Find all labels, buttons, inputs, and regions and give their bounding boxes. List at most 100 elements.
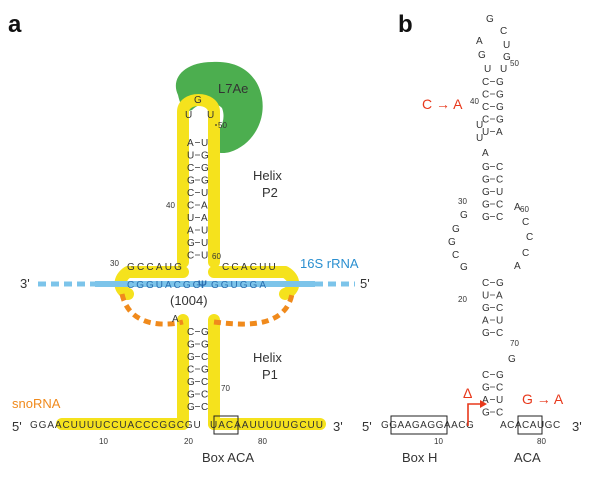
b-il-a2: A	[514, 261, 521, 272]
num-20-b: 20	[458, 295, 467, 304]
bbottom-right-nt: U	[496, 395, 503, 406]
num-60-b: 60	[520, 205, 529, 214]
blower-right-nt: G	[496, 278, 504, 289]
yellow-highlight-p1	[56, 314, 326, 430]
delta-arrow	[467, 403, 482, 426]
p2-right-nt: A	[201, 201, 208, 212]
p2-left-nt: U	[187, 213, 194, 224]
p2-right-nt: G	[201, 151, 209, 162]
mutation-g-to-a: G → A	[522, 391, 564, 407]
bbottom-left-nt: A	[482, 395, 489, 406]
p2-left-nt: C	[187, 188, 194, 199]
num-70-b: 70	[510, 339, 519, 348]
aca-label-b: ACA	[514, 450, 541, 465]
b-il-c4: C	[522, 248, 529, 259]
blower-right-nt: U	[496, 316, 503, 327]
p2-left-nt: G	[187, 176, 195, 187]
box-h-label: Box H	[402, 450, 437, 465]
b-seq-left: GGAAGAGGAACG	[381, 420, 474, 431]
num-50-b: 50	[510, 59, 519, 68]
bupper-left-nt: C	[482, 115, 489, 126]
b-il-a1: A	[514, 202, 521, 213]
panel-b-label: b	[398, 11, 413, 38]
snorna-loop-right	[213, 293, 295, 327]
p2-left-nt: C	[187, 201, 194, 212]
num-70-a: 70	[221, 384, 230, 393]
b-il-c2: C	[522, 217, 529, 228]
num-40-a: 40	[166, 201, 175, 210]
bmiddle-left-nt: G	[482, 212, 490, 223]
p1-right-nt: G	[201, 327, 209, 338]
bupper-right-nt: A	[496, 127, 503, 138]
delta-label: Δ	[463, 385, 472, 401]
blower-right-nt: C	[496, 303, 503, 314]
rrna-seq-right: GGUGGA	[211, 280, 268, 291]
aca-box-b	[517, 415, 543, 435]
bupper-left-nt: C	[482, 90, 489, 101]
yellow-highlight-p2	[177, 94, 220, 268]
bupper-right-nt: G	[496, 90, 504, 101]
p1-left-nt: G	[187, 390, 195, 401]
bbottom-right-nt: C	[496, 383, 503, 394]
dot-50-a	[215, 124, 217, 126]
p2-right-nt: U	[201, 251, 208, 262]
helix-p2-line1: Helix	[253, 168, 282, 183]
p2-loop-g: G	[194, 95, 202, 106]
num-50-a: 50	[218, 121, 227, 130]
rrna-5prime: 5'	[360, 276, 370, 291]
bmiddle-left-nt: G	[482, 187, 490, 198]
bmiddle-right-nt: C	[496, 212, 503, 223]
guide-top-right: CCACUU	[222, 262, 278, 273]
b-loop-u: U	[503, 40, 510, 51]
b-il-c3: C	[526, 232, 533, 243]
p2-right-nt: A	[201, 213, 208, 224]
b-seq-right: ACACAUGC	[500, 420, 561, 431]
rrna-3prime: 3'	[20, 276, 30, 291]
bupper-right-nt: G	[496, 77, 504, 88]
p2-right-nt: G	[201, 176, 209, 187]
bupper-left-nt: U	[482, 127, 489, 138]
b-il-g4: G	[460, 262, 468, 273]
b-bulge-a: A	[482, 148, 489, 159]
p1-left-nt: C	[187, 327, 194, 338]
b-loop-g3: G	[503, 52, 511, 63]
bmiddle-right-nt: U	[496, 187, 503, 198]
panel-a-label: a	[8, 11, 22, 38]
bmiddle-right-nt: C	[496, 162, 503, 173]
snorna-label: snoRNA	[12, 396, 61, 411]
p2-right-nt: U	[201, 226, 208, 237]
bmiddle-left-nt: G	[482, 200, 490, 211]
bbottom-right-nt: C	[496, 408, 503, 419]
p1-left-nt: G	[187, 402, 195, 413]
p2-left-nt: G	[187, 238, 195, 249]
blower-left-nt: G	[482, 303, 490, 314]
b-bulge-g: G	[508, 354, 516, 365]
bupper-right-nt: G	[496, 115, 504, 126]
blower-left-nt: U	[482, 291, 489, 302]
bmiddle-right-nt: C	[496, 175, 503, 186]
p1-right-nt: C	[201, 352, 208, 363]
p1-left-nt: G	[187, 377, 195, 388]
p2-left-nt: A	[187, 226, 194, 237]
p1-right-nt: C	[201, 402, 208, 413]
b-loop-g2: G	[478, 50, 486, 61]
num-80-b: 80	[537, 437, 546, 446]
rrna-seq-left: CGGUACGG	[127, 280, 202, 291]
bmiddle-left-nt: G	[482, 162, 490, 173]
bupper-left-nt: C	[482, 77, 489, 88]
num-10-b: 10	[434, 437, 443, 446]
p2-left-nt: C	[187, 163, 194, 174]
psi-position-label: (1004)	[170, 293, 208, 308]
p1-left-nt: G	[187, 340, 195, 351]
blower-right-nt: A	[496, 291, 503, 302]
p2-loop-u: U	[185, 110, 192, 121]
aca-box-a	[213, 415, 239, 435]
num-80-a: 80	[258, 437, 267, 446]
snorna-loop-left	[119, 293, 184, 327]
num-30-b: 30	[458, 197, 467, 206]
